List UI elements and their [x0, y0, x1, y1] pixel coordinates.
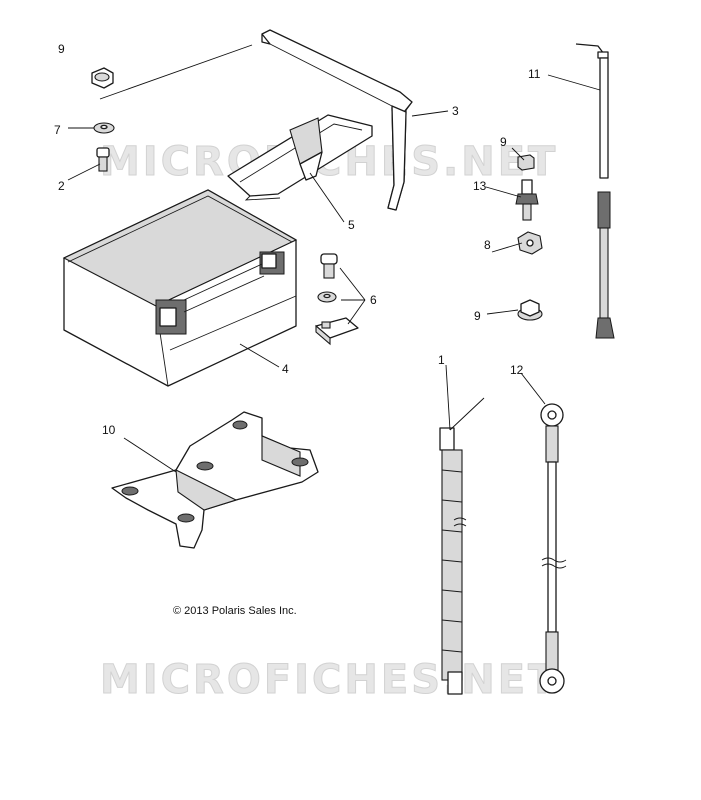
part-8-nut — [517, 231, 543, 255]
callout-11: 11 — [528, 67, 541, 81]
part-9-flange-nut — [517, 299, 543, 321]
callout-5: 5 — [348, 218, 355, 232]
part-10-plate — [111, 411, 319, 549]
callout-9-top-left: 9 — [58, 42, 65, 56]
callout-8: 8 — [484, 238, 491, 252]
part-9-fastener-right-top — [517, 154, 535, 171]
part-5-tray — [227, 114, 373, 201]
leader-lines — [67, 44, 601, 473]
callout-6: 6 — [370, 293, 377, 307]
part-9-nut-top-left — [91, 67, 114, 89]
part-2-bolt — [96, 147, 110, 172]
part-4-battery — [62, 189, 298, 387]
callout-7: 7 — [54, 123, 61, 137]
callout-9-right-top: 9 — [500, 135, 507, 149]
callout-13: 13 — [473, 179, 487, 193]
part-12-ring-cable — [539, 403, 567, 694]
callout-9-right-bottom: 9 — [474, 309, 481, 323]
part-3-strap — [261, 29, 413, 211]
part-1-braided-strap — [439, 427, 467, 695]
copyright-text: © 2013 Polaris Sales Inc. — [173, 605, 297, 617]
watermark-bottom: MICROFICHES.NET — [100, 657, 558, 703]
callout-4: 4 — [282, 362, 289, 376]
part-7-washer — [93, 122, 115, 134]
part-11-cable — [575, 43, 615, 339]
callout-1: 1 — [438, 353, 445, 367]
part-6-hardware — [315, 253, 359, 346]
callout-10: 10 — [102, 423, 116, 437]
callout-2: 2 — [58, 179, 65, 193]
part-13-bolt — [515, 179, 539, 221]
callout-3: 3 — [452, 104, 459, 118]
callout-12: 12 — [510, 363, 524, 377]
